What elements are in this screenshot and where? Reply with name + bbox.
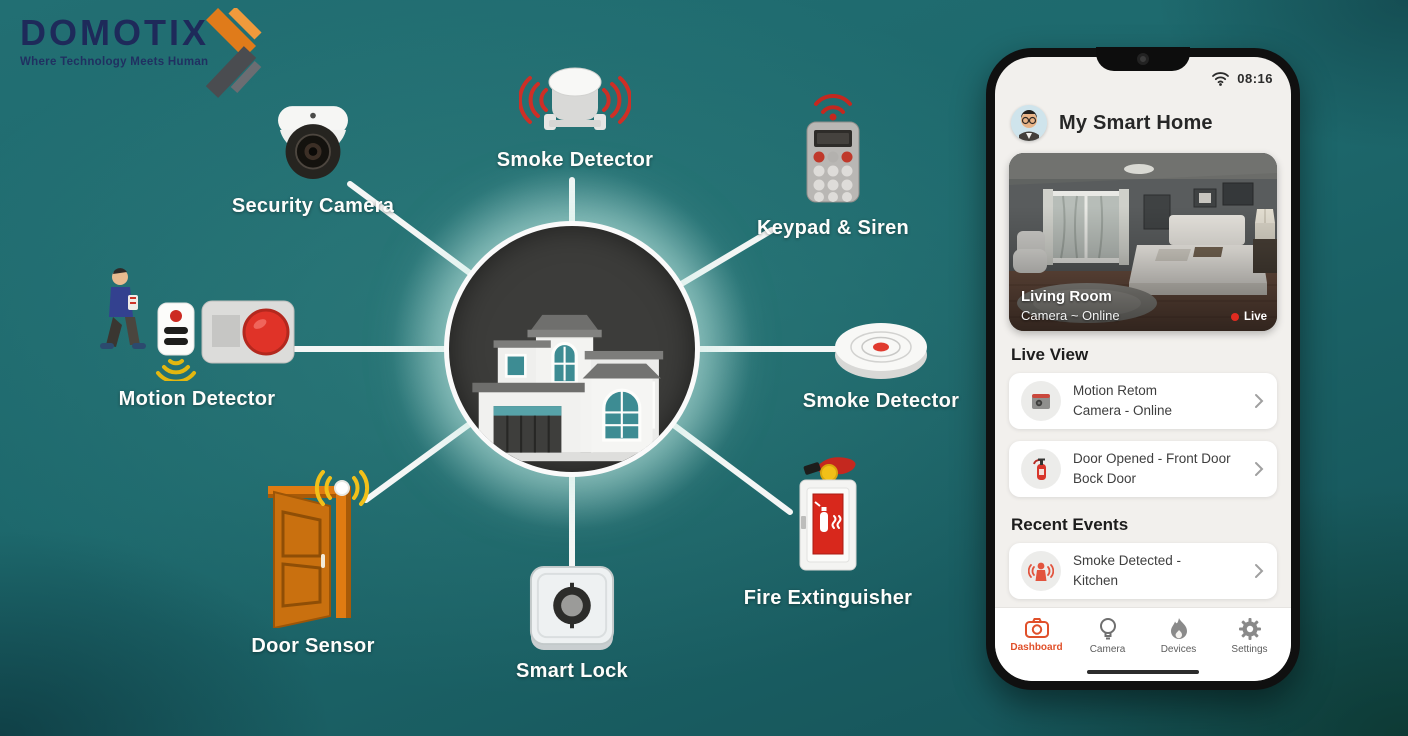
item-line2: Kitchen: [1073, 573, 1119, 588]
device-label: Motion Detector: [118, 388, 276, 410]
gear-icon: [1238, 618, 1261, 640]
status-time: 08:16: [1237, 71, 1273, 86]
bottom-nav: Dashboard Camera Devices: [995, 607, 1291, 681]
smart-lock-icon: [529, 565, 615, 651]
camera-location: Living Room: [1021, 288, 1112, 305]
recent-event-item-smoke[interactable]: Smoke Detected - Kitchen: [1009, 543, 1277, 599]
camera-overlay-gradient: [1009, 153, 1277, 331]
keypad-siren-icon: [806, 93, 860, 203]
live-label: Live: [1243, 311, 1267, 323]
wifi-icon: [1212, 72, 1230, 86]
chevron-right-icon: [1255, 394, 1264, 408]
device-door-sensor: Door Sensor: [243, 470, 383, 658]
chevron-right-icon: [1255, 462, 1264, 476]
nav-label: Camera: [1089, 644, 1126, 655]
avatar-face-icon: [1011, 105, 1047, 141]
door-sensor-icon: [268, 470, 370, 628]
camera-status: Camera ~ Online: [1021, 308, 1120, 323]
item-line2: Camera - Online: [1073, 403, 1173, 418]
device-label: Door Sensor: [251, 635, 375, 657]
nav-label: Settings: [1231, 644, 1268, 655]
avatar[interactable]: [1011, 105, 1047, 141]
logo-text: DOMOTIX: [20, 12, 209, 53]
item-line1: Door Opened - Front Door: [1073, 451, 1231, 467]
camera-device-icon: [1021, 381, 1061, 421]
item-line2: Bock Door: [1073, 471, 1137, 486]
device-label: Smoke Detector: [496, 149, 654, 171]
smoke-detector-icon: [519, 67, 631, 130]
device-label: Smoke Detector: [802, 390, 960, 412]
live-view-item-door[interactable]: Door Opened - Front Door Bock Door: [1009, 441, 1277, 497]
logo-tagline: Where Technology Meets Human: [20, 56, 209, 68]
nav-devices[interactable]: Devices: [1148, 617, 1210, 655]
home-indicator[interactable]: [1087, 670, 1199, 674]
front-camera-icon: [1137, 53, 1149, 65]
app-title: My Smart Home: [1059, 111, 1213, 134]
flame-icon: [1170, 618, 1187, 639]
house-icon: [470, 314, 674, 462]
device-label: Fire Extinguisher: [743, 587, 913, 609]
domotix-logo: DOMOTIX Where Technology Meets Human: [20, 8, 280, 98]
smart-home-hub: [444, 221, 700, 477]
recent-events-heading: Recent Events: [1011, 515, 1129, 534]
nav-label: Dashboard: [1010, 642, 1063, 653]
item-text: Door Opened - Front Door Bock Door: [1073, 449, 1241, 488]
smoke-alert-person-icon: [1021, 551, 1061, 591]
fire-extinguisher-icon: [799, 457, 857, 571]
nav-label: Devices: [1160, 644, 1197, 655]
device-label: Keypad & Siren: [756, 217, 910, 239]
item-text: Motion Retom Camera - Online: [1073, 381, 1241, 420]
fire-extinguisher-mini-icon: [1021, 449, 1061, 489]
camera-feed-card[interactable]: Living Room Camera ~ Online Live: [1009, 153, 1277, 331]
item-line1: Motion Retom: [1073, 383, 1158, 399]
item-line1: Smoke Detected -: [1073, 553, 1182, 569]
phone-screen: 08:16 My Smart Home: [995, 57, 1291, 681]
nav-camera[interactable]: Camera: [1077, 617, 1139, 655]
security-camera-icon: [278, 106, 348, 179]
smoke-detector-round-icon: [835, 323, 927, 379]
device-smoke-detector-top: Smoke Detector: [495, 58, 655, 172]
phone-notch: [1096, 47, 1190, 71]
device-label: Security Camera: [231, 195, 395, 217]
device-smoke-detector-right: Smoke Detector: [801, 313, 961, 413]
device-fire-extinguisher: Fire Extinguisher: [744, 452, 912, 610]
nav-settings[interactable]: Settings: [1219, 617, 1281, 655]
app-header: My Smart Home: [1011, 105, 1213, 141]
device-smart-lock: Smart Lock: [502, 561, 642, 683]
nav-dashboard[interactable]: Dashboard: [1006, 617, 1068, 653]
device-security-camera: Security Camera: [231, 100, 395, 218]
device-motion-detector: Motion Detector: [92, 263, 302, 411]
device-keypad-siren: Keypad & Siren: [753, 86, 913, 240]
logo-arrow-icon: [205, 8, 262, 98]
live-view-item-camera[interactable]: Motion Retom Camera - Online: [1009, 373, 1277, 429]
status-bar: 08:16: [1211, 71, 1273, 86]
live-badge: Live: [1230, 311, 1267, 323]
camera-nav-icon: [1024, 618, 1049, 638]
item-text: Smoke Detected - Kitchen: [1073, 551, 1241, 590]
live-dot-icon: [1230, 313, 1239, 321]
bulb-icon: [1099, 618, 1116, 640]
phone-mockup: 08:16 My Smart Home: [986, 47, 1300, 690]
motion-detector-icon: [100, 268, 295, 381]
live-view-heading: Live View: [1011, 345, 1089, 364]
device-label: Smart Lock: [516, 660, 628, 682]
chevron-right-icon: [1255, 564, 1264, 578]
